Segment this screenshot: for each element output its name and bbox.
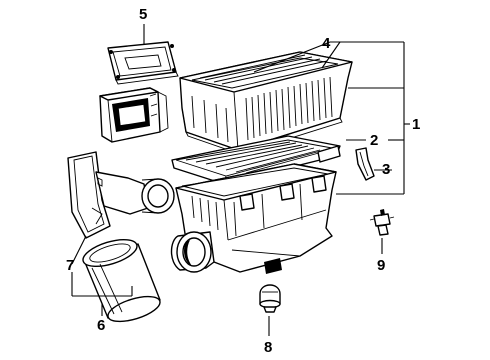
intake-duct-part [82, 238, 161, 323]
callout-2: 2 [370, 132, 378, 149]
callout-1: 1 [412, 116, 420, 133]
callout-5: 5 [139, 6, 147, 23]
callout-9: 9 [377, 257, 385, 274]
callout-4: 4 [322, 35, 331, 52]
air-cleaner-housing-part [170, 163, 337, 274]
intake-tube-part [67, 151, 175, 239]
grommet-part [259, 284, 281, 313]
callout-3: 3 [382, 161, 390, 178]
air-filter-element-part [171, 135, 341, 185]
callout-8: 8 [264, 339, 272, 356]
intake-adapter-part [99, 87, 169, 143]
callout-6: 6 [97, 317, 105, 334]
air-cleaner-cover-part [179, 51, 353, 155]
gasket-part [107, 41, 179, 85]
callout-7: 7 [66, 257, 74, 274]
leader-lines [71, 24, 410, 336]
retaining-clip-part [355, 147, 375, 181]
callout-labels: 5 4 1 2 3 9 7 6 8 [66, 6, 420, 356]
sensor-part [369, 209, 395, 236]
